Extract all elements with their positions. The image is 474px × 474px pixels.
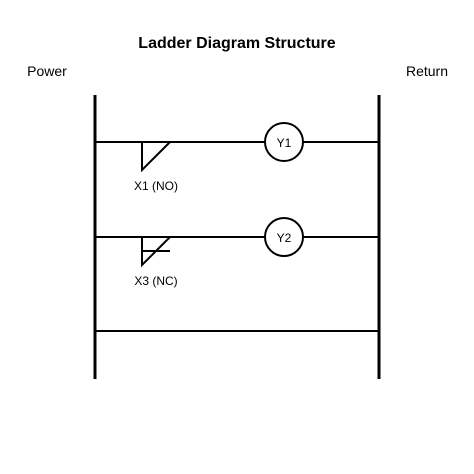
- coil-y1: [264, 122, 304, 162]
- contact-x3-label: X3 (NC): [134, 274, 177, 288]
- diagram-title: Ladder Diagram Structure: [138, 35, 335, 52]
- rung-1: X1 (NO) Y1: [95, 122, 379, 193]
- coil-y1-label: Y1: [277, 136, 292, 150]
- power-rail-label: Power: [27, 63, 67, 79]
- contact-x1-label: X1 (NO): [134, 179, 178, 193]
- coil-y2: [264, 217, 304, 257]
- normally-closed-contact-symbol: [141, 236, 171, 268]
- coil-y2-label: Y2: [277, 231, 292, 245]
- rung-2: X3 (NC) Y2: [95, 217, 379, 288]
- normally-open-contact-symbol: [141, 141, 171, 173]
- return-rail-label: Return: [406, 63, 448, 79]
